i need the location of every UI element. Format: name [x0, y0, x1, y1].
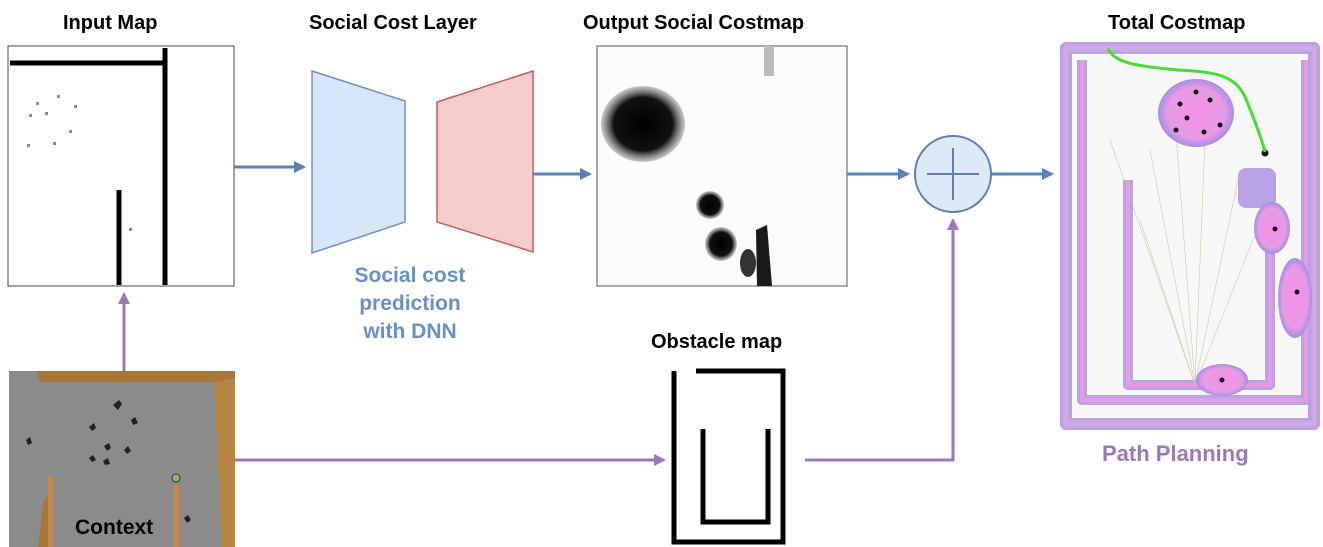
context-pedestrians — [26, 400, 191, 523]
dnn-caption-line-2: prediction — [359, 292, 461, 315]
input-map-title: Input Map — [63, 12, 158, 34]
total-costmap-title: Total Costmap — [1108, 12, 1246, 34]
circled-plus-icon — [914, 135, 992, 213]
context-label: Context — [75, 516, 153, 539]
decoder-trapezoid — [436, 69, 534, 254]
obstacle-map-title: Obstacle map — [651, 331, 783, 353]
output-social-costmap — [596, 45, 848, 287]
context-image — [9, 371, 235, 547]
input-map — [7, 45, 235, 287]
path-planning-caption: Path Planning — [1102, 441, 1249, 466]
dnn-caption-line-1: Social cost — [354, 264, 466, 287]
encoder-trapezoid — [311, 69, 406, 255]
obstacle-map — [671, 368, 786, 545]
dnn-caption-line-3: with DNN — [363, 320, 457, 343]
arrow-obstacle-to-sum — [805, 218, 959, 462]
dnn-caption: Social cost prediction with DNN — [320, 262, 500, 346]
planned-path — [1106, 47, 1267, 153]
output-social-costmap-title: Output Social Costmap — [583, 12, 805, 34]
total-costmap — [1058, 42, 1320, 430]
input-map-pedestrians — [27, 95, 132, 231]
social-cost-layer-title: Social Cost Layer — [309, 12, 477, 34]
